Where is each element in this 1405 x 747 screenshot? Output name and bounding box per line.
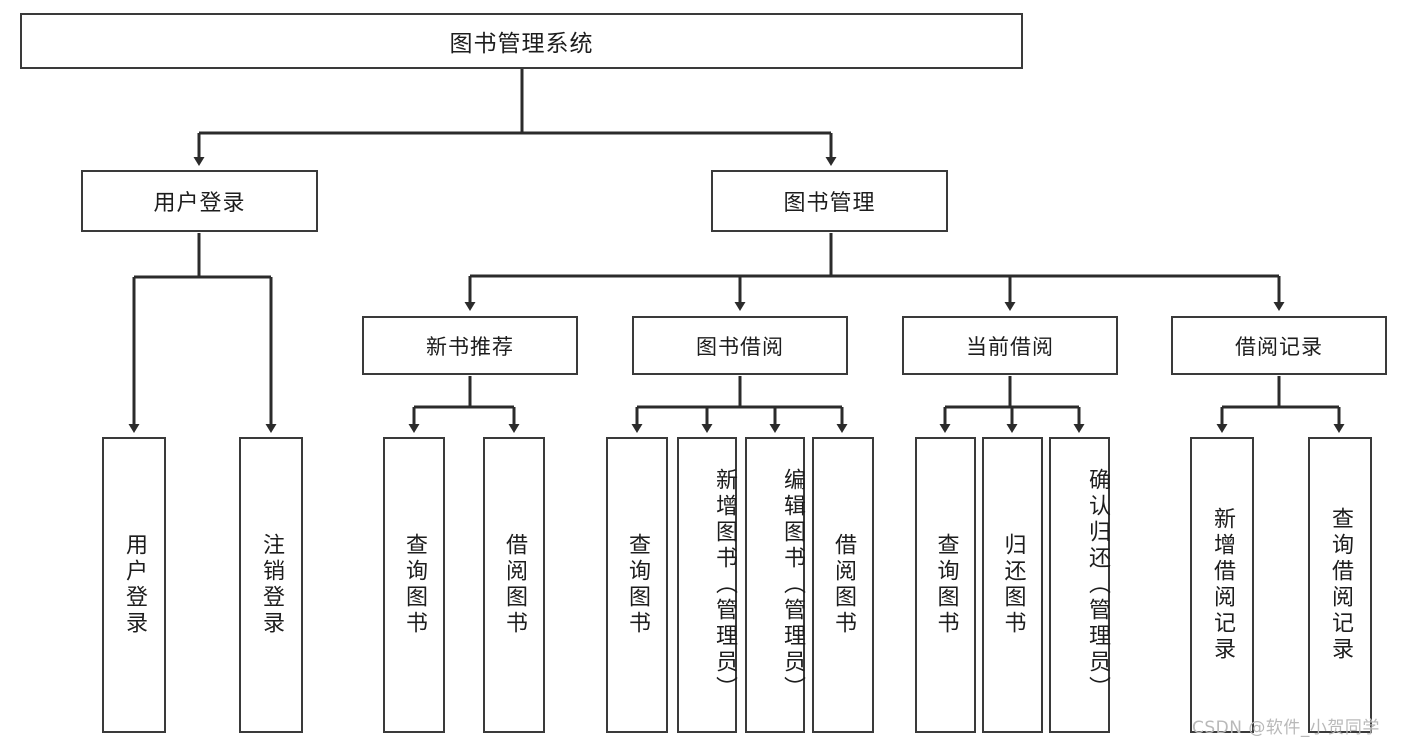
node-leaf-query-book-1[interactable]: 查询图书 [383, 437, 445, 733]
node-label: 当前借阅 [966, 334, 1054, 359]
node-new-book-recommend[interactable]: 新书推荐 [362, 316, 578, 375]
node-label: 用户登录 [122, 533, 147, 637]
node-label: 确认归还（管理员） [1085, 468, 1110, 702]
node-label: 借阅图书 [502, 533, 527, 637]
node-label: 注销登录 [259, 533, 284, 637]
node-label: 新增图书（管理员） [712, 468, 737, 702]
node-leaf-query-book-2[interactable]: 查询图书 [606, 437, 668, 733]
node-label: 查询借阅记录 [1328, 507, 1353, 663]
node-leaf-add-record[interactable]: 新增借阅记录 [1190, 437, 1254, 733]
node-label: 图书管理系统 [449, 31, 594, 57]
node-label: 查询图书 [402, 533, 427, 637]
node-label: 图书管理 [783, 191, 876, 216]
node-leaf-user-login[interactable]: 用户登录 [102, 437, 166, 733]
node-label: 查询图书 [933, 533, 959, 637]
node-label: 图书借阅 [696, 334, 784, 359]
node-leaf-borrow-book-2[interactable]: 借阅图书 [812, 437, 874, 733]
node-leaf-borrow-book-1[interactable]: 借阅图书 [483, 437, 545, 733]
node-label: 编辑图书（管理员） [780, 468, 805, 702]
node-leaf-return-book[interactable]: 归还图书 [982, 437, 1043, 733]
node-book-management-system[interactable]: 图书管理系统 [20, 13, 1023, 69]
node-leaf-user-logout[interactable]: 注销登录 [239, 437, 303, 733]
node-label: 新增借阅记录 [1210, 507, 1235, 663]
node-current-borrow[interactable]: 当前借阅 [902, 316, 1118, 375]
node-book-manage[interactable]: 图书管理 [711, 170, 948, 232]
node-borrow-record[interactable]: 借阅记录 [1171, 316, 1387, 375]
node-label: 借阅记录 [1235, 334, 1323, 359]
node-label: 查询图书 [625, 533, 650, 637]
node-leaf-query-book-3[interactable]: 查询图书 [915, 437, 976, 733]
node-label: 归还图书 [1000, 533, 1026, 637]
node-label: 借阅图书 [831, 533, 856, 637]
node-book-borrow[interactable]: 图书借阅 [632, 316, 848, 375]
node-label: 用户登录 [153, 191, 246, 216]
node-user-login[interactable]: 用户登录 [81, 170, 318, 232]
node-leaf-edit-book[interactable]: 编辑图书（管理员） [745, 437, 805, 733]
node-leaf-confirm-return[interactable]: 确认归还（管理员） [1049, 437, 1110, 733]
node-leaf-add-book[interactable]: 新增图书（管理员） [677, 437, 737, 733]
node-leaf-query-record[interactable]: 查询借阅记录 [1308, 437, 1372, 733]
node-label: 新书推荐 [426, 334, 514, 359]
csdn-watermark: CSDN @软件_小贺同学 [1192, 718, 1380, 738]
